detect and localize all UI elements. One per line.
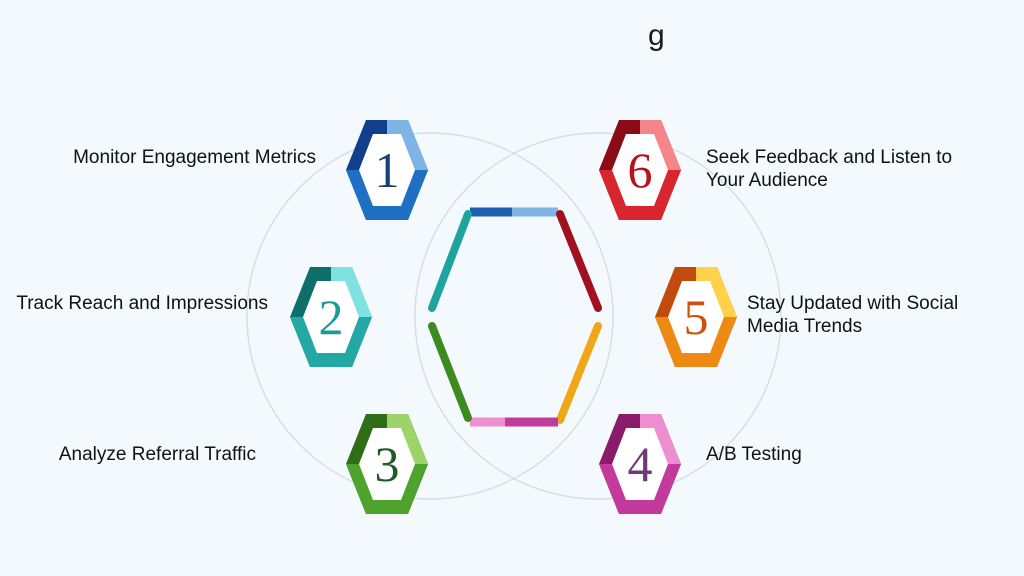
step-3-number: 3 bbox=[374, 436, 400, 492]
hex-edge-lower-right bbox=[556, 322, 602, 424]
step-3-label: Analyze Referral Traffic bbox=[58, 444, 256, 465]
page-title-tail: g bbox=[648, 19, 665, 52]
step-6-number: 6 bbox=[627, 142, 653, 198]
step-2-label: Track Reach and Impressions bbox=[16, 293, 268, 314]
hexagon-1-icon bbox=[346, 120, 428, 220]
step-4-number: 4 bbox=[627, 436, 653, 492]
step-1-number: 1 bbox=[374, 142, 400, 198]
right-guide-circle bbox=[414, 132, 782, 500]
hex-edge-upper-right bbox=[556, 210, 602, 312]
step-4-label: A/B Testing bbox=[706, 444, 802, 465]
step-2-number: 2 bbox=[318, 289, 344, 345]
step-5-badge: 5 bbox=[655, 265, 737, 369]
step-1-label: Monitor Engagement Metrics bbox=[73, 147, 316, 168]
step-1-badge: 1 bbox=[346, 118, 428, 222]
step-5-number: 5 bbox=[683, 289, 709, 345]
step-3-badge: 3 bbox=[346, 412, 428, 516]
hex-edge-upper-left bbox=[428, 210, 472, 312]
hex-edge-lower-left bbox=[428, 322, 472, 422]
step-6-label: Seek Feedback and Listen to Your Audienc… bbox=[706, 147, 953, 191]
step-4-badge: 4 bbox=[599, 412, 681, 516]
step-2-badge: 2 bbox=[290, 265, 372, 369]
hexagon-2-icon bbox=[290, 267, 372, 367]
left-guide-circle bbox=[246, 132, 614, 500]
hexagon-5-icon bbox=[655, 267, 737, 367]
hexagon-4-icon bbox=[599, 414, 681, 514]
hexagon-6-icon bbox=[599, 120, 681, 220]
hexagon-3-icon bbox=[346, 414, 428, 514]
step-6-badge: 6 bbox=[599, 118, 681, 222]
step-5-label: Stay Updated with Social Media Trends bbox=[747, 293, 959, 337]
